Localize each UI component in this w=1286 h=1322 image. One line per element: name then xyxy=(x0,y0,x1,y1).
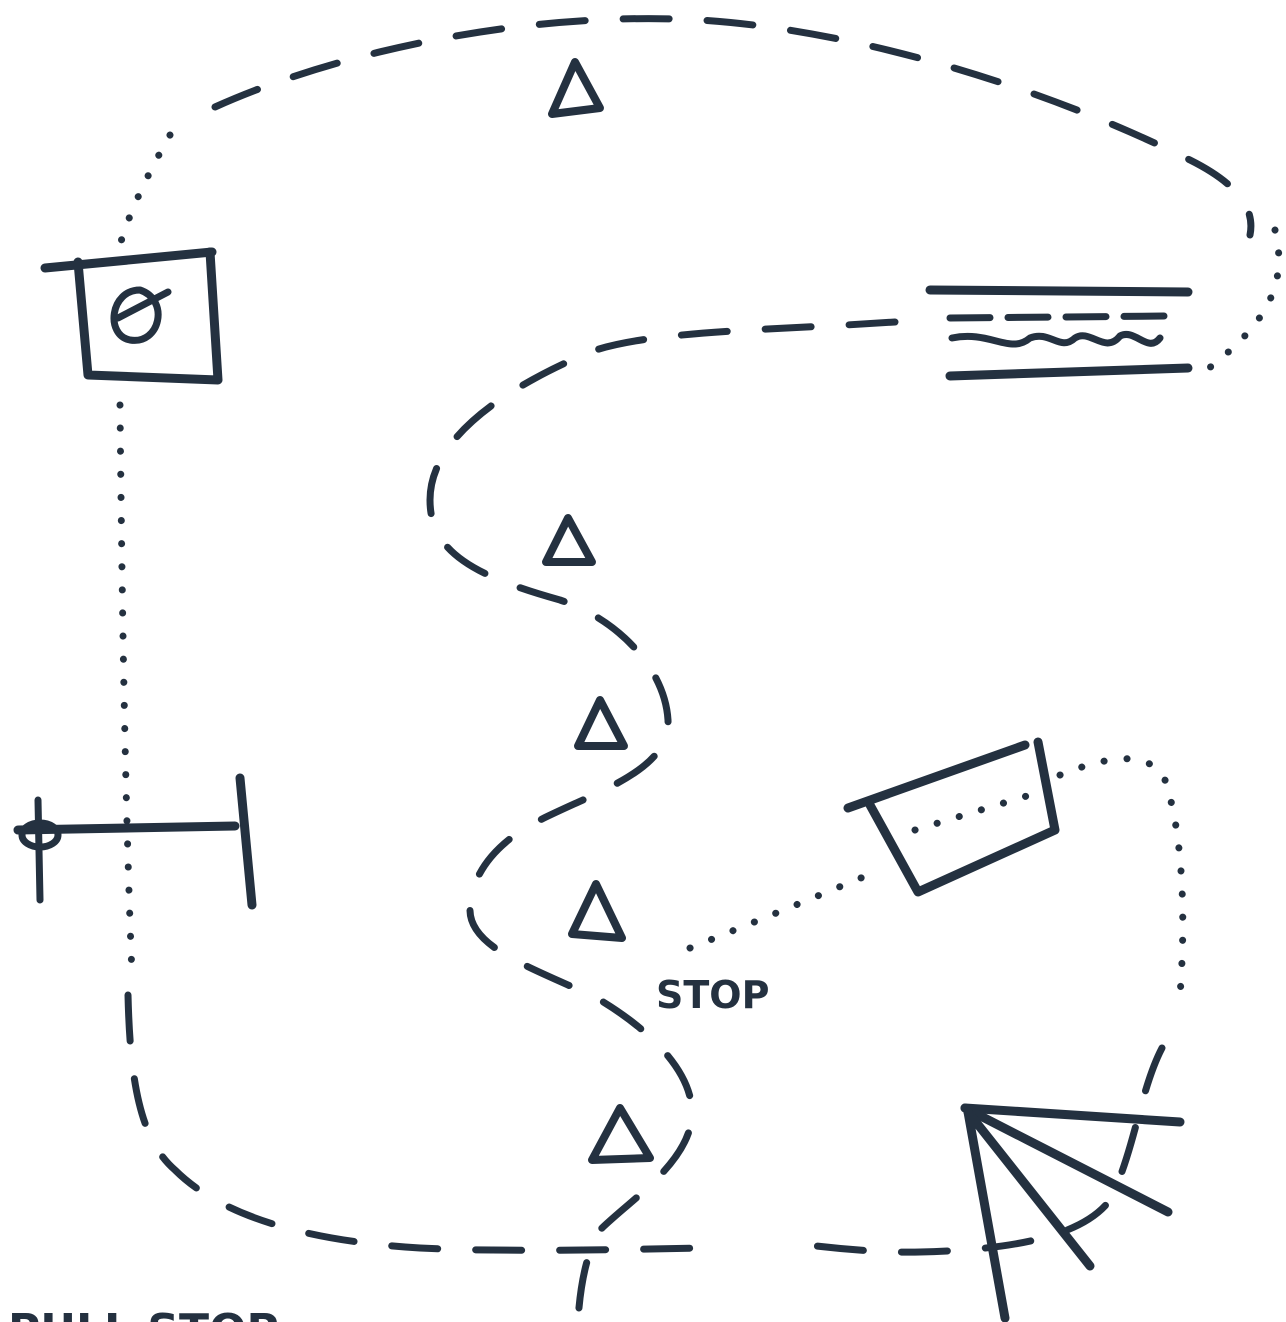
bottom-partial-label: PULL STOP xyxy=(8,1305,279,1322)
cone-icon xyxy=(548,58,604,118)
cone-icon xyxy=(542,514,596,566)
jump-icon xyxy=(925,285,1193,381)
cone-icon xyxy=(568,880,626,942)
cone-icon xyxy=(588,1104,654,1164)
crate-icon xyxy=(843,737,1060,897)
hurdle-icon xyxy=(13,773,257,910)
station-box-icon xyxy=(40,247,223,385)
top-dashed-route xyxy=(211,15,1255,239)
right-dotted-route xyxy=(1056,755,1187,999)
left-bottom-dashed-route xyxy=(124,991,704,1254)
left-dotted-route xyxy=(116,401,136,979)
cone-icon xyxy=(574,696,628,750)
right-bottom-dashed-route xyxy=(796,1044,1166,1256)
fan-icon xyxy=(960,1103,1185,1322)
jump-to-slalom-dashed-route xyxy=(426,318,899,1322)
stop-label: STOP xyxy=(656,973,769,1017)
left-top-dotted-connector xyxy=(116,131,174,249)
slalom-cones xyxy=(542,58,654,1164)
right-dotted-connector xyxy=(1196,226,1283,379)
stop-to-crate-dotted-route xyxy=(686,866,884,952)
